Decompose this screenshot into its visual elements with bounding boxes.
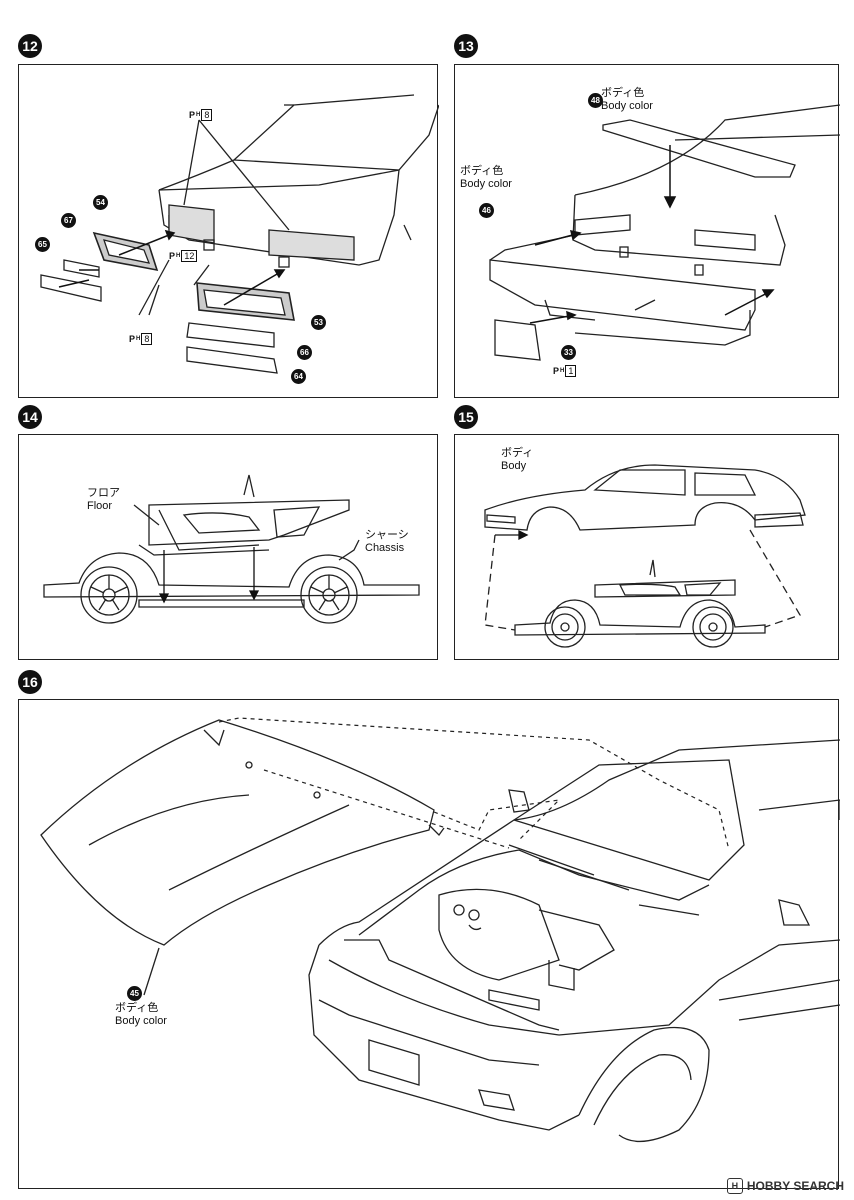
part-67: 67 (61, 213, 76, 228)
step-14-drawing (43, 474, 420, 624)
step-15-drawing (484, 464, 806, 648)
step-12-number: 12 (18, 34, 42, 58)
part-45: 45 (127, 986, 142, 1001)
part-53: 53 (311, 315, 326, 330)
hobby-search-logo-icon: H (726, 1178, 743, 1194)
step-14-number: 14 (18, 405, 42, 429)
step-16-number: 16 (18, 670, 42, 694)
part-48: 48 (588, 93, 603, 108)
part-64: 64 (291, 369, 306, 384)
step-13-drawing (489, 104, 840, 361)
step-15-number: 15 (454, 405, 478, 429)
step-12-drawing (40, 94, 439, 374)
part-66: 66 (297, 345, 312, 360)
part-33: 33 (561, 345, 576, 360)
step-13-number: 13 (454, 34, 478, 58)
step-16-drawing (40, 717, 840, 1143)
hobby-search-watermark: H HOBBY SEARCH (726, 1178, 844, 1194)
part-65: 65 (35, 237, 50, 252)
part-54: 54 (93, 195, 108, 210)
part-46: 46 (479, 203, 494, 218)
